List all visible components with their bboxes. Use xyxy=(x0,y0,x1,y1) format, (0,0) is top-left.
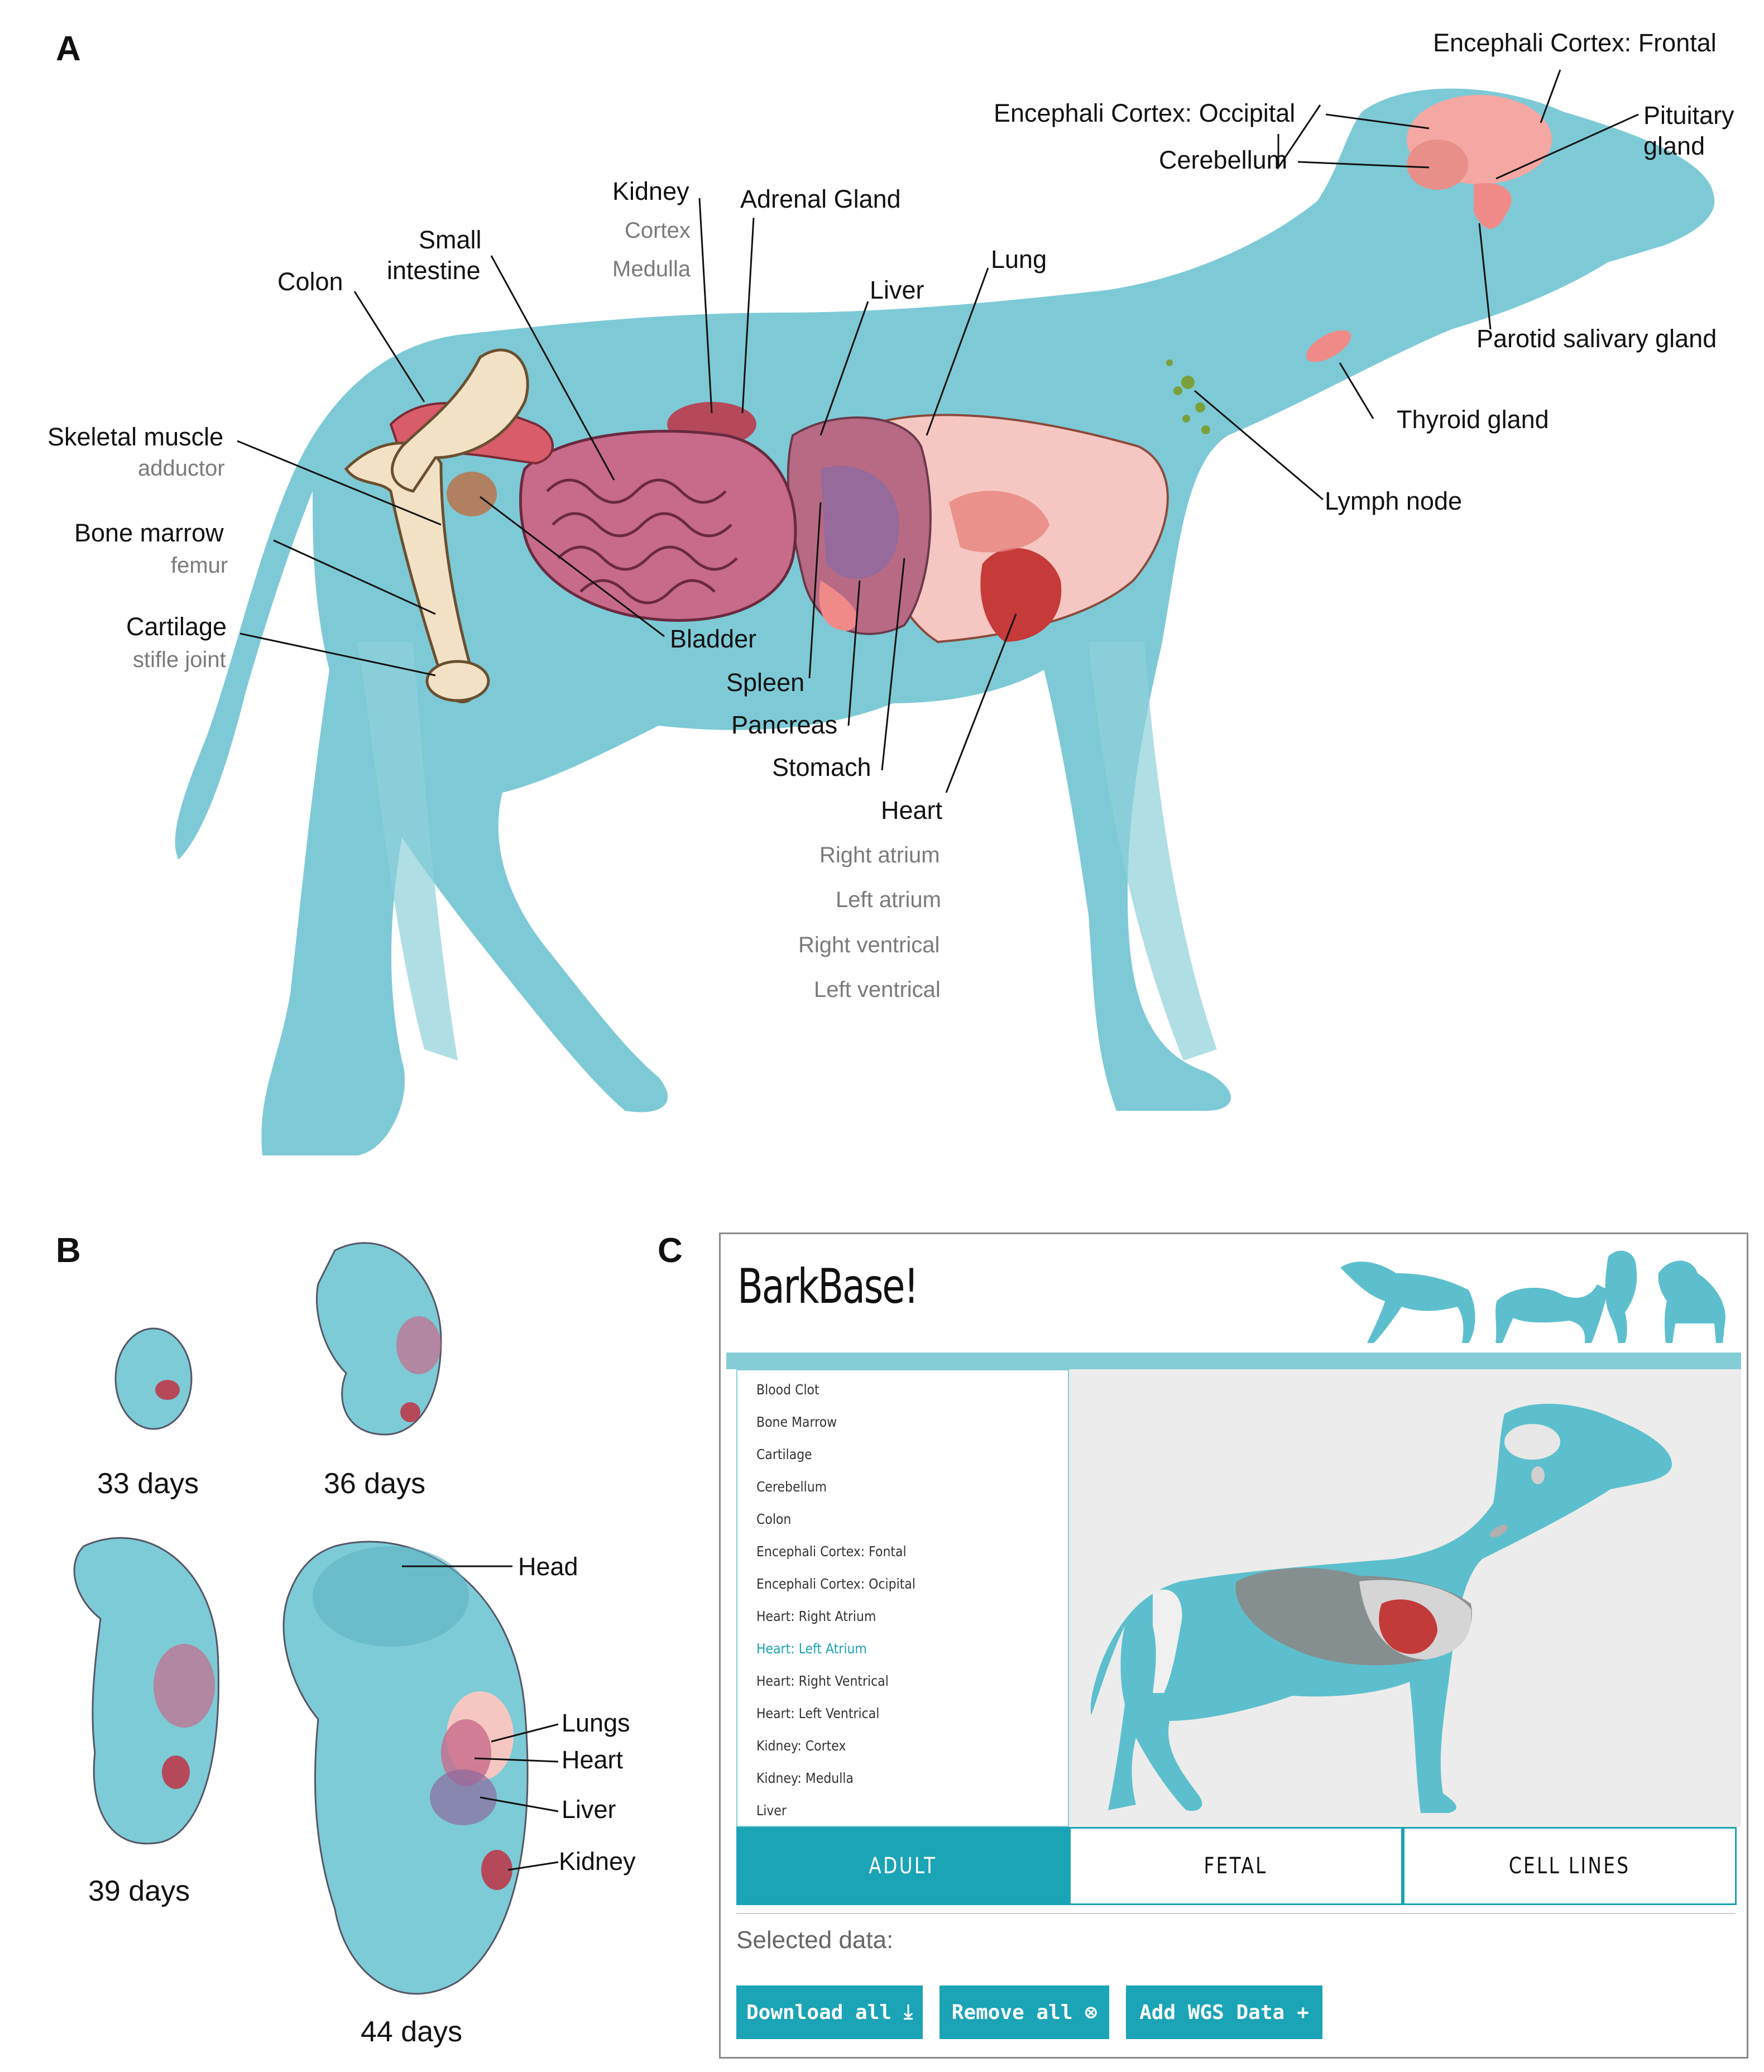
tissue-item-colon[interactable]: Colon xyxy=(756,1511,792,1527)
remove-all-button[interactable]: Remove all ⊗ xyxy=(939,1985,1109,2039)
brain-organ xyxy=(1407,95,1552,229)
header-divider-bar xyxy=(726,1352,1741,1369)
label-pituitary-1: Pituitary xyxy=(1643,101,1734,130)
label-bladder: Bladder xyxy=(670,625,756,653)
tissue-item-heart-left-atrium[interactable]: Heart: Left Atrium xyxy=(756,1641,867,1657)
label-right-atrium: Right atrium xyxy=(819,843,940,867)
label-heart: Heart xyxy=(881,796,943,824)
label-fetal-kidney: Kidney xyxy=(559,1847,636,1876)
terrier-silhouette-icon xyxy=(1495,1284,1608,1343)
label-44-days: 44 days xyxy=(361,2016,462,2048)
label-kidney: Kidney xyxy=(612,177,689,205)
download-all-button[interactable]: Download all ⤓ xyxy=(736,1985,923,2039)
label-lung: Lung xyxy=(991,245,1047,274)
fetus-33-days xyxy=(114,1327,193,1430)
label-39-days: 39 days xyxy=(88,1875,190,1907)
fetal-stages-figure: 33 days 36 days 39 days 44 days Head Lun… xyxy=(73,1242,636,2048)
label-skeletal-sub: adductor xyxy=(138,456,225,481)
label-liver: Liver xyxy=(870,276,924,304)
label-small-intestine-2: intestine xyxy=(387,256,481,285)
panel-label-a: A xyxy=(56,30,81,68)
tissue-item-kidney-cortex[interactable]: Kidney: Cortex xyxy=(756,1738,846,1754)
label-fetal-liver: Liver xyxy=(562,1795,616,1824)
label-33-days: 33 days xyxy=(97,1467,199,1500)
label-bone-marrow-sub: femur xyxy=(171,553,228,578)
tissue-item-cortex-occipital[interactable]: Encephali Cortex: Ocipital xyxy=(756,1576,915,1592)
hindlimb-organs xyxy=(344,348,554,703)
tissue-item-liver[interactable]: Liver xyxy=(756,1802,787,1819)
label-cerebellum: Cerebellum xyxy=(1159,146,1287,174)
label-left-atrium: Left atrium xyxy=(836,888,941,912)
label-cartilage-sub: stifle joint xyxy=(133,648,226,672)
tissue-item-cortex-frontal[interactable]: Encephali Cortex: Fontal xyxy=(756,1543,907,1560)
label-cortex-occipital: Encephali Cortex: Occipital xyxy=(994,99,1295,127)
rottweiler-silhouette-icon xyxy=(1658,1260,1725,1343)
label-right-ventrical: Right ventrical xyxy=(798,933,939,957)
label-pancreas: Pancreas xyxy=(731,711,837,739)
label-cortex-frontal: Encephali Cortex: Frontal xyxy=(1433,28,1717,57)
fetus-39-days xyxy=(73,1537,220,1845)
label-kidney-medulla: Medulla xyxy=(612,257,691,281)
label-small-intestine-1: Small xyxy=(419,226,482,254)
tissue-item-bone-marrow[interactable]: Bone Marrow xyxy=(756,1414,837,1430)
leader-lines xyxy=(237,69,1639,793)
selected-divider xyxy=(736,1913,1736,1914)
greyhound-silhouette-icon xyxy=(1340,1262,1475,1343)
tissue-item-heart-left-ventrical[interactable]: Heart: Left Ventrical xyxy=(756,1705,880,1721)
tissue-item-cerebellum[interactable]: Cerebellum xyxy=(756,1479,827,1495)
add-wgs-label: Add WGS Data xyxy=(1139,2001,1285,2024)
label-stomach: Stomach xyxy=(772,753,871,781)
tab-adult[interactable]: ADULT xyxy=(736,1827,1069,1905)
label-fetal-lungs: Lungs xyxy=(562,1709,630,1737)
label-fetal-heart: Heart xyxy=(562,1745,624,1774)
standing-dog-silhouette-icon xyxy=(1605,1250,1637,1343)
tissue-item-blood-clot[interactable]: Blood Clot xyxy=(756,1382,819,1398)
selected-data-label: Selected data: xyxy=(736,1926,894,1954)
thyroid-organ xyxy=(1306,330,1351,362)
app-title: BarkBase! xyxy=(737,1259,919,1315)
lymph-nodes xyxy=(1166,359,1210,434)
label-parotid: Parotid salivary gland xyxy=(1477,324,1717,353)
label-skeletal-muscle: Skeletal muscle xyxy=(47,423,223,451)
tissue-list[interactable]: Blood Clot Bone Marrow Cartilage Cerebel… xyxy=(736,1369,1069,1827)
far-legs xyxy=(357,642,1217,1061)
download-all-label: Download all xyxy=(746,2001,892,2024)
label-thyroid: Thyroid gland xyxy=(1397,405,1549,434)
tissue-item-heart-right-atrium[interactable]: Heart: Right Atrium xyxy=(756,1608,876,1624)
intestines-organ xyxy=(519,430,797,622)
bladder-organ xyxy=(447,472,497,516)
fetus-44-days xyxy=(282,1541,529,1995)
label-cartilage: Cartilage xyxy=(126,612,227,641)
add-wgs-data-button[interactable]: Add WGS Data + xyxy=(1126,1985,1322,2039)
tab-cell-lines[interactable]: CELL LINES xyxy=(1403,1827,1737,1905)
fetal-leader-lines xyxy=(402,1565,559,1871)
anatomy-viewer[interactable] xyxy=(1069,1369,1741,1827)
fetus-36-days xyxy=(316,1242,442,1436)
tissue-item-kidney-medulla[interactable]: Kidney: Medulla xyxy=(756,1770,854,1786)
plus-icon: + xyxy=(1297,2001,1309,2024)
label-left-ventrical: Left ventrical xyxy=(814,977,941,1002)
panel-label-b: B xyxy=(56,1231,81,1270)
label-colon: Colon xyxy=(277,267,343,296)
panel-label-c: C xyxy=(658,1231,683,1270)
label-fetal-head: Head xyxy=(518,1552,578,1581)
remove-all-label: Remove all xyxy=(951,2001,1073,2024)
label-spleen: Spleen xyxy=(726,668,804,697)
label-kidney-cortex: Cortex xyxy=(625,218,691,243)
tissue-item-heart-right-ventrical[interactable]: Heart: Right Ventrical xyxy=(756,1673,889,1689)
tissue-item-cartilage[interactable]: Cartilage xyxy=(756,1446,812,1462)
dog-silhouettes-banner xyxy=(1340,1250,1725,1343)
adult-dog-anatomy-figure: Colon Small intestine Kidney Cortex Medu… xyxy=(47,28,1734,1155)
barkbase-app-window: BarkBase! Blood Clot Bone Marrow Cartila… xyxy=(719,1232,1748,2059)
label-pituitary-2: gland xyxy=(1643,132,1705,160)
remove-circle-icon: ⊗ xyxy=(1085,2001,1097,2024)
label-bone-marrow: Bone marrow xyxy=(74,519,224,547)
tab-fetal[interactable]: FETAL xyxy=(1069,1827,1403,1905)
label-adrenal-gland: Adrenal Gland xyxy=(740,185,901,213)
download-icon: ⤓ xyxy=(904,2001,913,2023)
label-lymph-node: Lymph node xyxy=(1325,487,1462,515)
viewer-dog-figure[interactable] xyxy=(1069,1369,1741,1827)
label-36-days: 36 days xyxy=(324,1467,425,1500)
